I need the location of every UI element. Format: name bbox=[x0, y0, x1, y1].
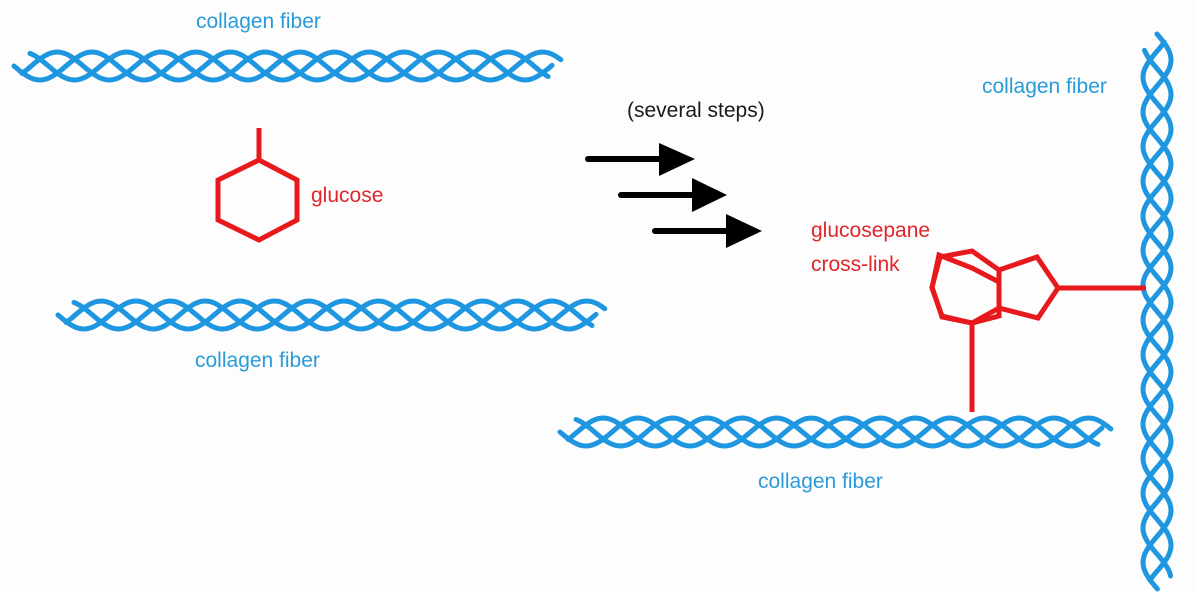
glucose-hexagon-ring bbox=[215, 157, 300, 243]
seven-ring-outline bbox=[929, 248, 1002, 326]
fiber-vertical-label: collagen fiber bbox=[982, 75, 1107, 98]
collagen-fibers bbox=[11, 31, 1174, 592]
collagen-fiber-vertical-strand bbox=[1140, 31, 1174, 579]
crosslink-label-line1: glucosepane bbox=[811, 219, 931, 242]
crosslink-label-line2: cross-link bbox=[811, 253, 900, 276]
fiber-bottom-right-label: collagen fiber bbox=[758, 470, 883, 493]
arrow-3-icon bbox=[652, 214, 762, 248]
collagen-fiber-top-strand bbox=[19, 49, 555, 83]
collagen-fiber-vertical-strand bbox=[1140, 47, 1174, 592]
collagen-fiber-top-strand bbox=[27, 49, 564, 83]
collagen-fiber-top bbox=[11, 49, 564, 83]
glucose-label: glucose bbox=[311, 184, 384, 207]
collagen-fiber-bottom-right-strand bbox=[573, 415, 1114, 449]
collagen-fiber-middle-strand bbox=[71, 298, 608, 332]
five-membered-ring bbox=[998, 254, 1062, 321]
collagen-fiber-vertical bbox=[1140, 31, 1174, 592]
glucose-molecule-icon bbox=[215, 128, 300, 243]
fiber-top-label: collagen fiber bbox=[196, 10, 321, 33]
arrow-caption: (several steps) bbox=[627, 99, 765, 122]
reaction-arrows bbox=[585, 143, 762, 248]
collagen-fiber-bottom-right bbox=[557, 415, 1114, 449]
collagen-fiber-bottom-right-strand bbox=[565, 415, 1105, 449]
collagen-fiber-vertical-strand bbox=[1140, 39, 1174, 583]
glucosepane-crosslink-icon bbox=[929, 248, 1146, 412]
arrow-2-icon bbox=[618, 178, 727, 212]
collagen-fiber-middle bbox=[55, 298, 608, 332]
arrow-1-icon bbox=[585, 143, 695, 176]
fiber-middle-label: collagen fiber bbox=[195, 349, 320, 372]
collagen-fiber-middle-strand bbox=[63, 298, 599, 332]
